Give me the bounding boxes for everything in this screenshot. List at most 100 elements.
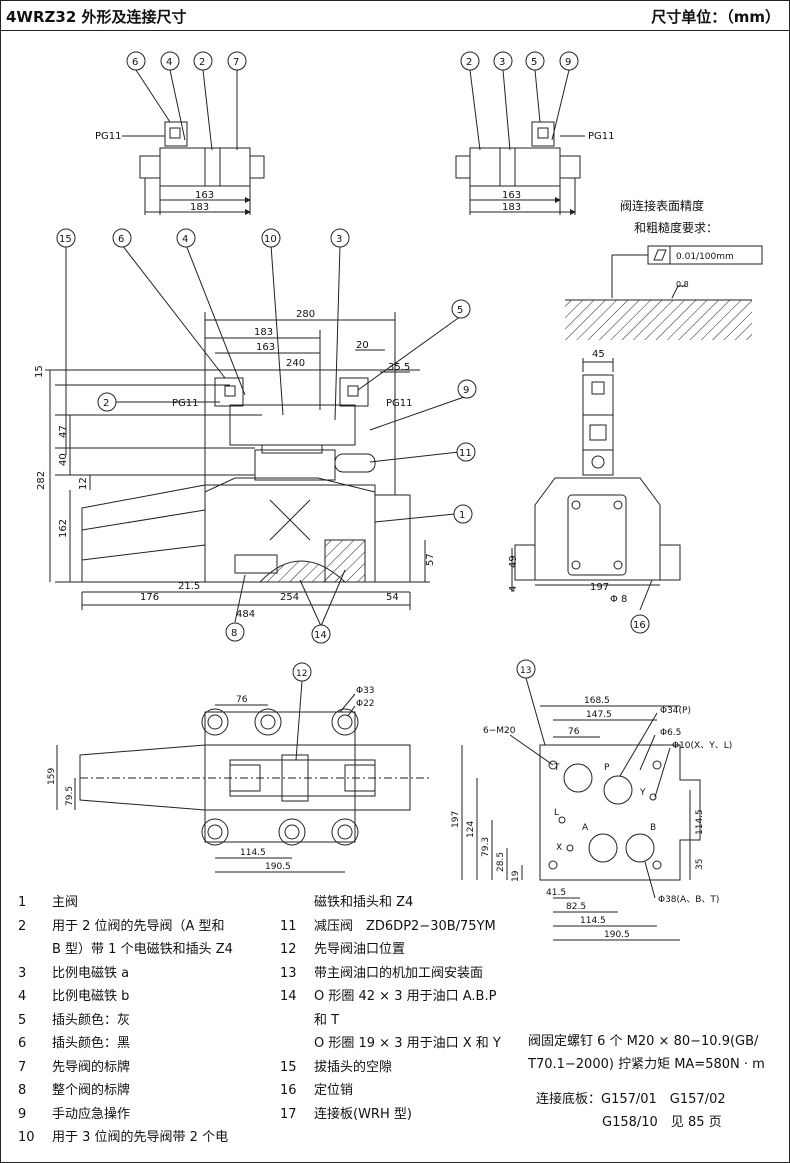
callout-8: 8 <box>231 628 237 639</box>
bottom-left-view <box>56 662 430 873</box>
dim-147-5: 147.5 <box>586 710 612 720</box>
callout-4-top: 4 <box>166 57 172 68</box>
callout-2: 2 <box>103 398 109 409</box>
dim-phi10: Φ10(X、Y、L) <box>672 741 732 751</box>
bolt-note-line2: T70.1−2000) 拧紧力矩 MA=580N · m <box>528 1057 765 1072</box>
top-left-view <box>122 51 265 215</box>
dim-35: 35 <box>695 859 705 870</box>
port-a: A <box>582 823 589 833</box>
dim-183-right: 183 <box>502 202 521 213</box>
legend-item: O 形圈 19 × 3 用于油口 X 和 Y <box>314 1036 501 1051</box>
callout-13: 13 <box>520 666 531 676</box>
dim-197-br: 197 <box>451 811 461 828</box>
dim-4: 4 <box>508 586 519 592</box>
dim-47: 47 <box>58 425 69 438</box>
callout-14: 14 <box>314 630 327 641</box>
dim-phi22: Φ22 <box>356 699 375 709</box>
legend-item: 磁铁和插头和 Z4 <box>314 895 414 910</box>
port-b: B <box>650 823 656 833</box>
pg-front-right: PG11 <box>386 398 413 409</box>
dim-162: 162 <box>58 519 69 538</box>
callout-6-top: 6 <box>132 57 138 68</box>
dim-183: 183 <box>254 327 273 338</box>
dim-114-5-bl: 114.5 <box>240 848 266 858</box>
dim-159: 159 <box>47 768 57 785</box>
callout-4: 4 <box>182 234 188 245</box>
dim-114-5-br: 114.5 <box>580 916 606 926</box>
port-p: P <box>604 763 610 773</box>
dim-12: 12 <box>78 477 89 490</box>
dim-15: 15 <box>34 365 45 378</box>
dim-35-5: 35.5 <box>388 362 410 373</box>
dim-57: 57 <box>425 553 436 566</box>
dim-240: 240 <box>286 358 305 369</box>
callout-5: 5 <box>457 305 463 316</box>
plate-note: 连接底板：G157/01 G157/02 G158/10 见 85 页 <box>536 1088 726 1134</box>
dim-40: 40 <box>58 453 69 466</box>
callout-15: 15 <box>59 234 72 245</box>
port-x: X <box>556 843 562 853</box>
callout-3: 3 <box>336 234 342 245</box>
pg-front-left: PG11 <box>172 398 199 409</box>
dim-76-bl: 76 <box>236 695 248 705</box>
dim-79-3: 79.3 <box>481 837 491 857</box>
callout-7-top: 7 <box>233 57 239 68</box>
port-t: T <box>553 763 560 773</box>
dim-190-5-bl: 190.5 <box>265 862 291 872</box>
dim-79-5: 79.5 <box>65 786 75 806</box>
dim-282: 282 <box>36 471 47 490</box>
dim-76-br: 76 <box>568 727 580 737</box>
dim-163-right: 163 <box>502 190 521 201</box>
callout-6: 6 <box>118 234 124 245</box>
dim-49: 49 <box>508 555 519 568</box>
callout-9: 9 <box>463 385 469 396</box>
dim-phi38: Φ38(A、B、T) <box>658 895 719 905</box>
port-l: L <box>554 808 559 818</box>
pg-label-left: PG11 <box>95 131 122 142</box>
dim-phi6-5: Φ6.5 <box>660 728 681 738</box>
legend-item: B 型）带 1 个电磁铁和插头 Z4 <box>52 942 233 957</box>
callout-11: 11 <box>459 448 472 459</box>
plate-note-line1: 连接底板：G157/01 G157/02 <box>536 1092 726 1107</box>
front-view <box>45 228 477 644</box>
dim-28-5: 28.5 <box>496 852 506 872</box>
callout-12: 12 <box>296 669 307 679</box>
callout-9-top-right: 9 <box>565 57 571 68</box>
dim-41-5: 41.5 <box>546 888 566 898</box>
page-title: 4WRZ32 外形及连接尺寸 <box>6 8 187 26</box>
callout-16: 16 <box>633 620 646 631</box>
dim-114-5-v: 114.5 <box>695 809 705 835</box>
surface-finish: 阀连接表面精度 和粗糙度要求： 0.01/100mm 0.8 <box>565 198 763 340</box>
dim-82-5: 82.5 <box>566 902 586 912</box>
surface-line1: 阀连接表面精度 <box>620 198 704 213</box>
surface-line2: 和粗糙度要求： <box>634 220 718 235</box>
bolt-note-line1: 阀固定螺钉 6 个 M20 × 80−10.9(GB/ <box>528 1034 759 1049</box>
callout-2-top: 2 <box>199 57 205 68</box>
flatness-value: 0.01/100mm <box>676 252 734 262</box>
bottom-right-view <box>461 659 701 941</box>
side-view <box>511 358 681 634</box>
roughness-value: 0.8 <box>676 280 689 289</box>
dim-168-5: 168.5 <box>584 696 610 706</box>
plate-note-line2: G158/10 见 85 页 <box>602 1115 722 1130</box>
